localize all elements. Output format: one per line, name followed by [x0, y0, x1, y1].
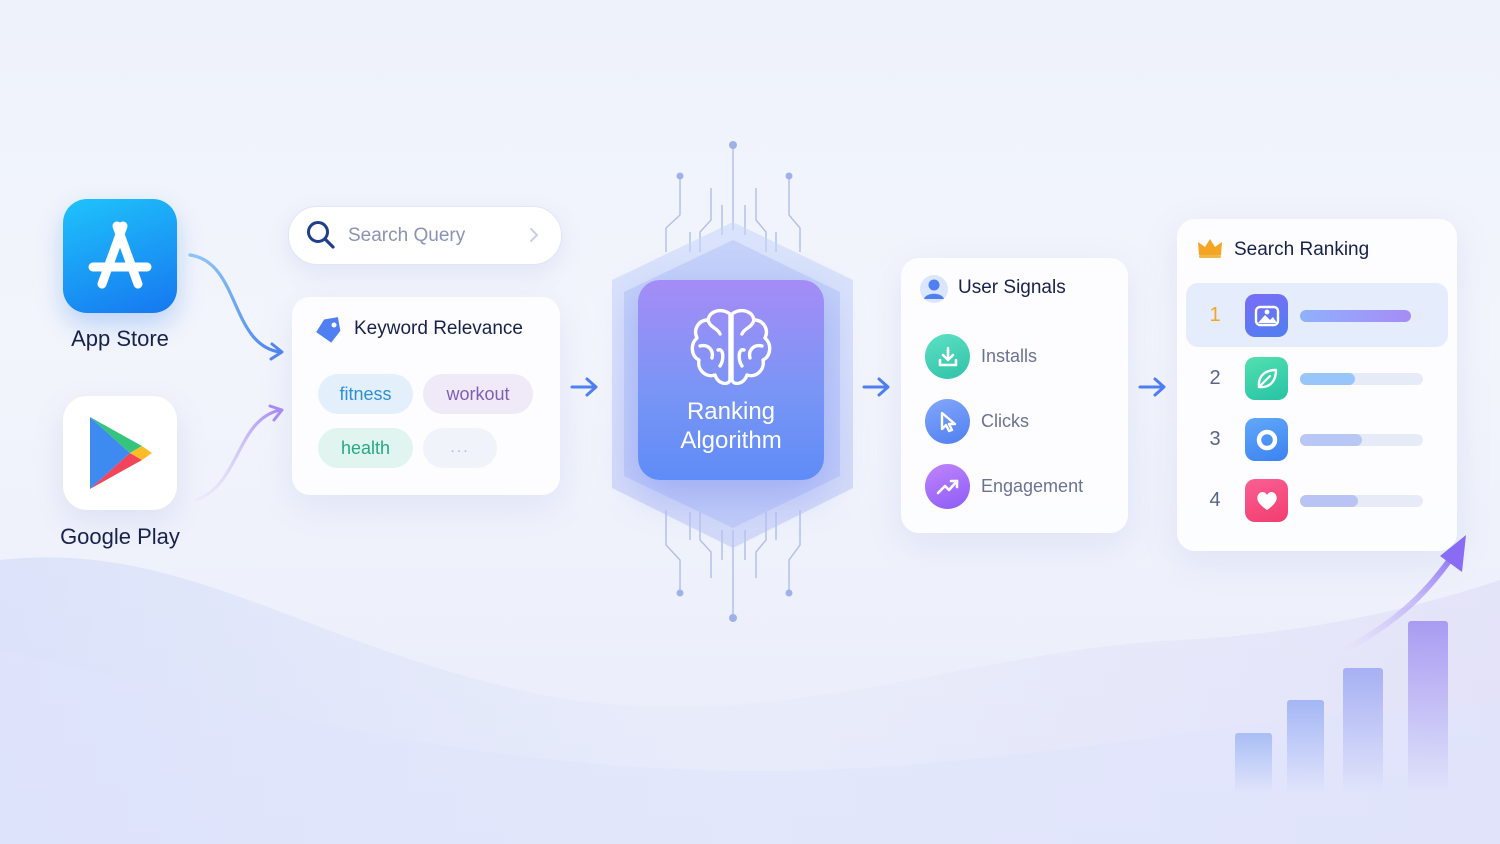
- circle-icon[interactable]: [1245, 418, 1288, 461]
- app-store-label: App Store: [71, 326, 169, 351]
- search-input[interactable]: Search Query: [288, 206, 562, 265]
- growth-bar: [1235, 733, 1272, 793]
- signal-installs-label: Installs: [981, 346, 1038, 366]
- signal-clicks-label: Clicks: [981, 411, 1029, 431]
- user-signals-title: User Signals: [958, 277, 1066, 298]
- crown-icon: [1196, 236, 1224, 265]
- ranking-algorithm-node[interactable]: Ranking Algorithm: [638, 280, 824, 480]
- arrow-right-icon: [1138, 377, 1166, 397]
- rank-number-2: 2: [1209, 367, 1221, 389]
- download-icon: [925, 334, 970, 379]
- rank-number-1: 1: [1209, 304, 1221, 326]
- growth-bar: [1343, 668, 1383, 793]
- search-icon: [306, 220, 336, 255]
- signal-engagement-label: Engagement: [981, 476, 1084, 496]
- keyword-chip-more[interactable]: ...: [423, 428, 497, 468]
- algorithm-title-line1: Ranking: [686, 398, 776, 425]
- brain-icon: [688, 306, 774, 395]
- image-icon[interactable]: [1245, 294, 1288, 337]
- chevron-right-icon: [527, 227, 541, 248]
- rank-score-bar-4: [1300, 495, 1423, 507]
- search-ranking-title: Search Ranking: [1234, 239, 1370, 260]
- growth-bar: [1287, 700, 1324, 793]
- app-store-icon[interactable]: [63, 199, 177, 313]
- cursor-icon: [925, 399, 970, 444]
- keyword-relevance-card: Keyword Relevance fitness workout health…: [292, 297, 560, 495]
- rank-score-bar-3: [1300, 434, 1423, 446]
- keyword-chip-fitness[interactable]: fitness: [318, 374, 413, 414]
- keyword-chip-health[interactable]: health: [318, 428, 413, 468]
- search-ranking-card: Search Ranking 1 2 3 4: [1177, 219, 1457, 551]
- google-play-label: Google Play: [60, 524, 180, 549]
- growth-bar: [1408, 621, 1448, 793]
- user-icon: [919, 274, 949, 309]
- algorithm-title-line2: Algorithm: [680, 427, 782, 454]
- heart-icon[interactable]: [1245, 479, 1288, 522]
- tag-icon: [312, 316, 344, 349]
- keyword-relevance-title: Keyword Relevance: [354, 318, 523, 339]
- arrow-right-icon: [862, 377, 890, 397]
- keyword-chip-workout[interactable]: workout: [423, 374, 533, 414]
- rank-number-4: 4: [1209, 489, 1221, 511]
- rank-score-bar-2: [1300, 373, 1423, 385]
- trend-up-icon: [925, 464, 970, 509]
- rank-score-bar-1: [1300, 310, 1423, 322]
- google-play-icon[interactable]: [63, 396, 177, 510]
- search-placeholder: Search Query: [348, 225, 466, 246]
- rank-number-3: 3: [1209, 428, 1221, 450]
- arrow-right-icon: [570, 377, 598, 397]
- user-signals-card: User Signals Installs Clicks Engagement: [901, 258, 1128, 533]
- leaf-icon[interactable]: [1245, 357, 1288, 400]
